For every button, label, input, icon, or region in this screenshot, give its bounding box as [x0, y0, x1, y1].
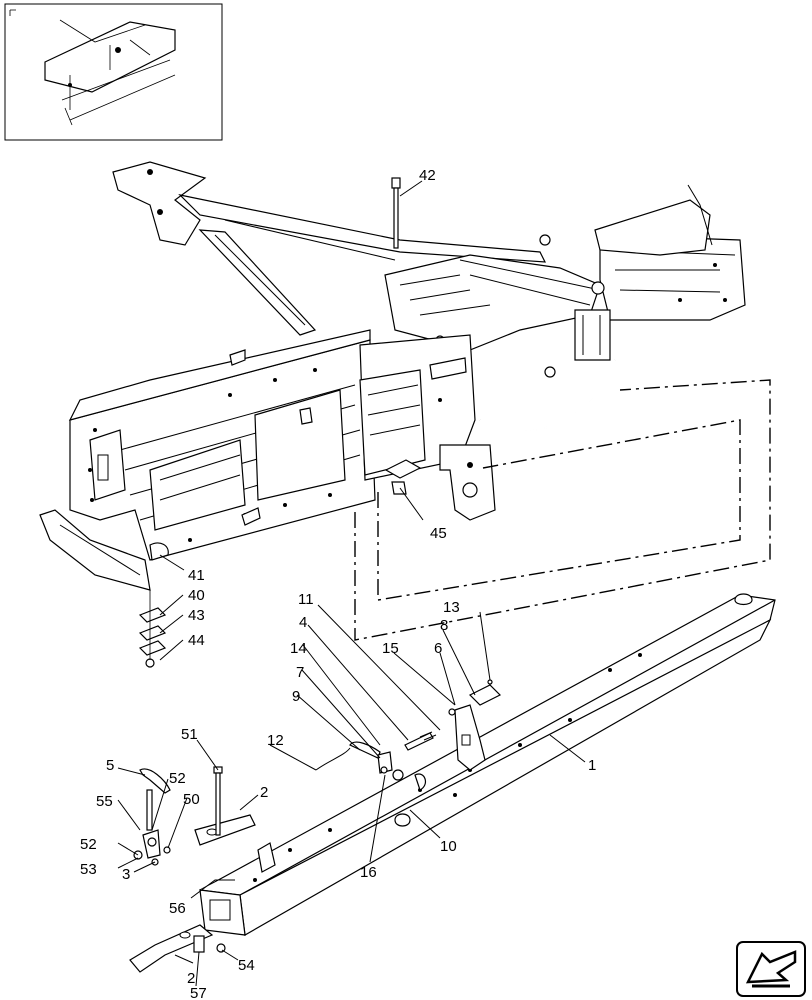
upper-chassis-assembly — [39, 161, 746, 591]
bracket-6 — [448, 704, 486, 771]
callout-43: 43 — [188, 607, 205, 624]
callout-12: 12 — [267, 732, 284, 749]
callout-labels: 42 45 41 40 43 44 13 11 8 4 15 6 14 7 9 … — [80, 167, 596, 1000]
callout-3: 3 — [122, 866, 130, 883]
reference-lines — [354, 379, 771, 641]
callout-16: 16 — [360, 864, 377, 881]
callout-51: 51 — [181, 726, 198, 743]
plate-8 — [468, 679, 502, 706]
callout-4: 4 — [299, 614, 307, 631]
bushing-57 — [193, 935, 205, 953]
callout-11: 11 — [298, 591, 314, 608]
callout-2-upper: 2 — [260, 784, 268, 801]
callout-57: 57 — [190, 985, 207, 1000]
callout-52-upper: 52 — [169, 770, 186, 787]
callout-15: 15 — [382, 640, 399, 657]
callout-14: 14 — [290, 640, 307, 657]
callout-10: 10 — [440, 838, 457, 855]
callout-2-lower: 2 — [187, 970, 195, 987]
callout-5: 5 — [106, 757, 114, 774]
leader-lines — [117, 180, 586, 987]
next-page-arrow-icon[interactable] — [736, 941, 806, 997]
hardware-stack-40-43-44 — [138, 590, 167, 668]
callout-41: 41 — [188, 567, 205, 584]
callout-40: 40 — [188, 587, 205, 604]
bolt-42 — [391, 177, 401, 249]
callout-55: 55 — [96, 793, 113, 810]
lower-frame-beam — [199, 593, 776, 936]
hitch-plate-lower — [129, 924, 214, 973]
callout-52-lower: 52 — [80, 836, 97, 853]
callout-56: 56 — [169, 900, 186, 917]
nut-54 — [216, 943, 226, 953]
lever-assembly — [133, 768, 171, 866]
callout-6: 6 — [434, 640, 442, 657]
callout-7: 7 — [296, 664, 304, 681]
part-41 — [149, 542, 169, 561]
callout-44: 44 — [188, 632, 205, 649]
callout-8: 8 — [440, 617, 448, 634]
callout-9: 9 — [292, 688, 300, 705]
locator-thumbnail — [4, 3, 223, 141]
callout-50: 50 — [183, 791, 200, 808]
callout-53: 53 — [80, 861, 97, 878]
callout-1: 1 — [588, 757, 596, 774]
callout-54: 54 — [238, 957, 255, 974]
linkage-assembly — [315, 731, 437, 791]
hitch-plate-upper — [194, 814, 256, 846]
callout-13: 13 — [443, 599, 460, 616]
callout-42: 42 — [419, 167, 436, 184]
callout-45: 45 — [430, 525, 447, 542]
nut-45 — [384, 459, 422, 495]
